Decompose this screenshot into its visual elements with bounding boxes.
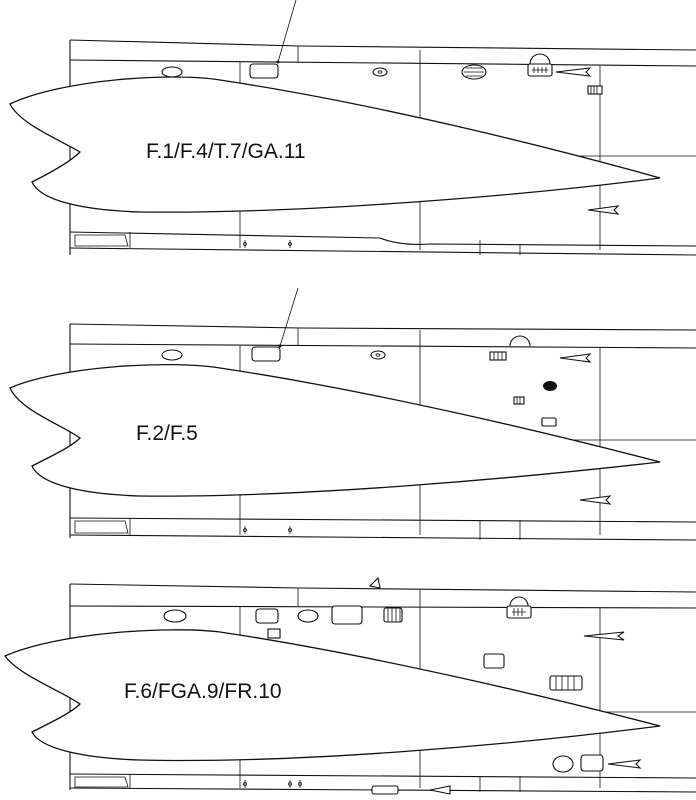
panel-1: F.1/F.4/T.7/GA.11 bbox=[9, 0, 696, 256]
callout-leader-line bbox=[279, 287, 299, 347]
callout-leader-line bbox=[277, 0, 297, 63]
fuselage-body bbox=[69, 576, 696, 795]
wing-planform bbox=[9, 76, 661, 213]
fuselage-details bbox=[161, 335, 612, 505]
wing-planform bbox=[3, 629, 661, 762]
variant-label: F.1/F.4/T.7/GA.11 bbox=[146, 140, 306, 163]
panel-3: F.6/FGA.9/FR.10 bbox=[3, 576, 696, 795]
fuselage-details bbox=[163, 596, 642, 773]
wing-planform bbox=[9, 363, 661, 497]
fuselage-body bbox=[69, 39, 696, 256]
variant-label: F.2/F.5 bbox=[136, 422, 198, 445]
panel-2: F.2/F.5 bbox=[9, 287, 696, 541]
variant-label: F.6/FGA.9/FR.10 bbox=[124, 680, 282, 703]
fuselage-details bbox=[161, 53, 620, 215]
